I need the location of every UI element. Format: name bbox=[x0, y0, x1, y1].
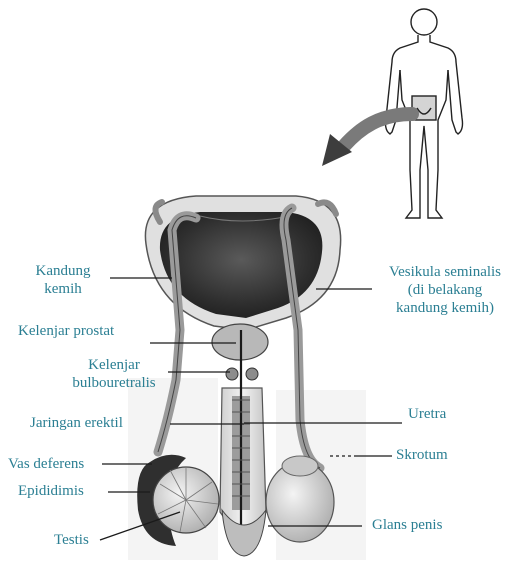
label-vesikula-seminalis: Vesikula seminalis (di belakang kandung … bbox=[376, 263, 514, 317]
label-vas-deferens: Vas deferens bbox=[8, 456, 85, 472]
label-kelenjar-prostat: Kelenjar prostat bbox=[18, 323, 115, 339]
label-uretra: Uretra bbox=[408, 406, 447, 422]
label-glans-penis: Glans penis bbox=[372, 517, 443, 533]
label-vesikula-seminalis-line1: Vesikula seminalis bbox=[388, 264, 502, 280]
right-vas-top bbox=[315, 199, 339, 217]
left-vas-top bbox=[152, 199, 165, 225]
label-kandung-kemih: Kandung kemih bbox=[18, 262, 108, 298]
label-vesikula-seminalis-line2: (di belakang bbox=[407, 282, 483, 298]
glans-shape bbox=[221, 508, 267, 557]
label-kandung-kemih-line1: Kandung bbox=[35, 263, 91, 279]
label-kelenjar-bulbouretralis-line2: bulbouretralis bbox=[72, 375, 156, 391]
right-epididymis-head bbox=[281, 455, 319, 477]
bulbourethral-right bbox=[245, 367, 259, 381]
left-vas-outline bbox=[157, 215, 197, 453]
bulbourethral-left bbox=[225, 367, 239, 381]
label-kelenjar-bulbouretralis: Kelenjar bulbouretralis bbox=[60, 356, 168, 392]
mini-organ-mark bbox=[416, 107, 432, 115]
curved-arrow-icon bbox=[322, 107, 419, 166]
label-skrotum: Skrotum bbox=[396, 447, 448, 463]
label-kandung-kemih-line2: kemih bbox=[44, 281, 82, 297]
label-vesikula-seminalis-line3: kandung kemih) bbox=[396, 300, 494, 316]
leader-lines bbox=[99, 277, 402, 541]
label-kelenjar-bulbouretralis-line1: Kelenjar bbox=[88, 357, 140, 373]
leader-testis bbox=[99, 511, 181, 541]
label-jaringan-erektil: Jaringan erektil bbox=[30, 415, 123, 431]
label-epididimis: Epididimis bbox=[18, 483, 84, 499]
label-testis: Testis bbox=[54, 532, 89, 548]
testis-lobules bbox=[157, 468, 219, 533]
